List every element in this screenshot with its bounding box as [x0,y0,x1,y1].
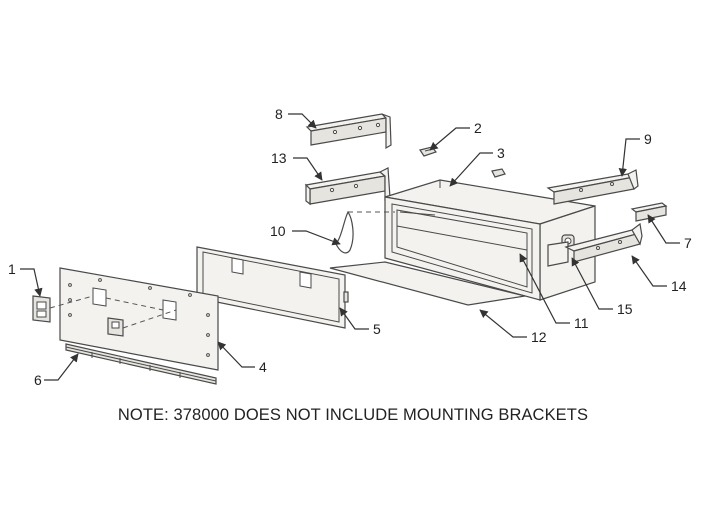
part-10-door-cable [335,210,395,254]
part-9-mounting-bracket [546,169,639,205]
callout-14: 14 [631,255,687,294]
callout-1: 1 [8,261,43,297]
callout-6: 6 [34,353,79,388]
callout-11: 11 [519,253,589,331]
callout-5: 5 [339,307,381,337]
svg-text:4: 4 [259,359,267,375]
diagram-note: NOTE: 378000 DOES NOT INCLUDE MOUNTING B… [117,406,589,424]
svg-text:8: 8 [275,106,283,122]
svg-text:13: 13 [271,150,287,166]
svg-text:9: 9 [644,131,652,147]
part-7-small-bracket [630,202,668,222]
part-12-floor-mat [329,261,526,306]
svg-text:15: 15 [617,301,633,317]
callout-7: 7 [647,214,692,251]
svg-text:1: 1 [8,261,16,277]
svg-text:11: 11 [574,315,589,331]
part-15-side-latch [547,234,575,267]
callout-12: 12 [479,309,547,345]
callout-13: 13 [271,150,323,181]
svg-text:3: 3 [497,145,505,161]
svg-text:2: 2 [474,120,482,136]
svg-text:6: 6 [34,372,42,388]
part-4-outer-door [59,267,219,371]
svg-text:5: 5 [373,321,381,337]
callout-8: 8 [275,106,317,129]
callout-3: 3 [449,145,505,187]
callout-4: 4 [217,341,267,375]
part-13-mounting-bracket [304,167,391,206]
callout-15: 15 [571,257,633,317]
svg-text:10: 10 [270,223,286,239]
svg-text:14: 14 [671,278,687,294]
svg-text:7: 7 [684,235,692,251]
part-1-paddle-latch [32,295,94,323]
callout-2: 2 [429,120,482,151]
part-8-mounting-bracket [305,113,392,150]
svg-text:12: 12 [531,329,547,345]
part-6-hinge [65,343,217,385]
callout-9: 9 [618,131,652,177]
callout-10: 10 [270,223,341,246]
part-5-inner-door-panel [196,246,349,329]
